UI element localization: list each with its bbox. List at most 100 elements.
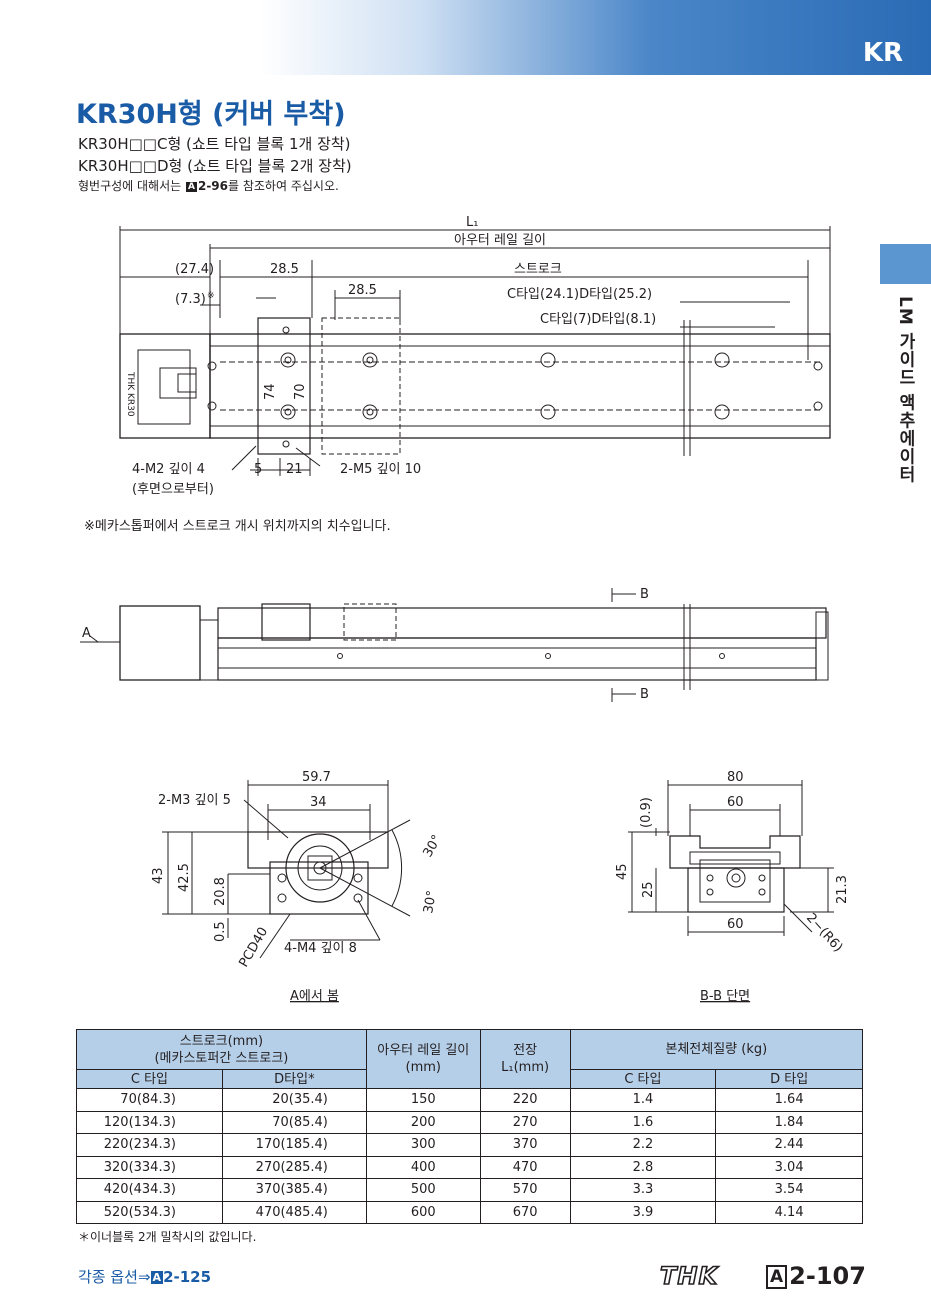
table-row: 520(534.3) 470(485.4) 600 670 3.9 4.14: [76, 1200, 863, 1224]
dim-label-28-5a: 28.5: [270, 262, 299, 277]
inner-block-2: [321, 317, 401, 455]
dim-label-42-5: 42.5: [177, 863, 192, 892]
dim-label-60a: 60: [727, 795, 744, 810]
cell-rail: 600: [365, 1200, 481, 1224]
dim-label-21: 21: [286, 462, 303, 477]
cell-stroke-c: 120(134.3): [76, 1110, 223, 1134]
cell-stroke-d: 270(285.4): [221, 1155, 367, 1179]
cell-mass-c: 3.9: [569, 1200, 717, 1224]
cell-rail: 150: [365, 1088, 481, 1112]
cell-mass-c: 1.6: [569, 1110, 717, 1134]
cell-stroke-c: 70(84.3): [76, 1088, 223, 1112]
dim-label-74: 74: [263, 383, 278, 400]
cell-total: 220: [479, 1088, 571, 1112]
cell-mass-d: 4.14: [715, 1200, 863, 1224]
cell-mass-c: 1.4: [569, 1088, 717, 1112]
m2-back-label: (후면으로부터): [132, 482, 214, 497]
m2-holes-label: 4-M2 깊이 4: [132, 462, 205, 477]
m3-holes-label: 2-M3 깊이 5: [158, 793, 231, 808]
cell-stroke-d: 70(85.4): [221, 1110, 367, 1134]
angle-label-1: 30°: [420, 833, 445, 860]
section-tag: KR: [862, 38, 903, 68]
th-d-type: D타입*: [221, 1069, 367, 1089]
table-subheader-row: C 타입 D타입* C 타입 D 타입: [76, 1069, 863, 1089]
m5-holes-label: 2-M5 깊이 10: [340, 462, 421, 477]
dim-label-21-3: 21.3: [835, 875, 850, 904]
cell-mass-d: 1.64: [715, 1088, 863, 1112]
cell-mass-c: 3.3: [569, 1178, 717, 1202]
dim-label-0-9: (0.9): [639, 797, 654, 828]
m4-holes-label: 4-M4 깊이 8: [284, 941, 357, 956]
subtitle-c-type: KR30H□□C형 (쇼트 타입 블록 1개 장착): [78, 135, 351, 153]
dim-label-28-5b: 28.5: [348, 283, 377, 298]
cell-mass-c: 2.2: [569, 1133, 717, 1157]
th-stroke-line2: (메카스토퍼간 스트로크): [154, 1050, 289, 1066]
dim-label-70: 70: [293, 383, 308, 400]
table-row: 220(234.3) 170(185.4) 300 370 2.2 2.44: [76, 1133, 863, 1157]
th-c-type: C 타입: [76, 1069, 223, 1089]
cell-rail: 300: [365, 1133, 481, 1157]
page-section-badge: A: [766, 1265, 788, 1289]
th-mass: 본체전체질량 (kg): [569, 1029, 864, 1070]
cell-stroke-c: 420(434.3): [76, 1178, 223, 1202]
cell-total: 570: [479, 1178, 571, 1202]
th-total-line1: 전장: [513, 1043, 538, 1058]
th-total-length: 전장 L₁(mm): [479, 1029, 571, 1089]
dim-label-type-dims-2: C타입(7)D타입(8.1): [540, 312, 656, 327]
dim-label-0-5: 0.5: [213, 921, 228, 942]
view-a-caption: A에서 봄: [290, 989, 339, 1004]
cell-mass-d: 3.04: [715, 1155, 863, 1179]
cell-stroke-c: 520(534.3): [76, 1200, 223, 1224]
dim-label-43: 43: [151, 867, 166, 884]
top-view-drawing: L₁ 아우터 레일 길이 (27.4) 28.5 스트로크 (7.3) ※ 28…: [119, 215, 831, 497]
cell-total: 470: [479, 1155, 571, 1179]
dim-label-rail-length: 아우터 레일 길이: [454, 233, 546, 248]
ref-note-suffix: 를 참조하여 주십시오.: [228, 179, 339, 193]
footer-options-ref: 2-125: [163, 1268, 212, 1286]
section-a-badge: A: [186, 182, 197, 192]
cell-rail: 500: [365, 1178, 481, 1202]
cell-mass-d: 3.54: [715, 1178, 863, 1202]
cell-rail: 200: [365, 1110, 481, 1134]
inner-block-1: [257, 317, 311, 455]
cell-stroke-c: 320(334.3): [76, 1155, 223, 1179]
cell-total: 370: [479, 1133, 571, 1157]
subtitle-d-type: KR30H□□D형 (쇼트 타입 블록 2개 장착): [78, 157, 352, 175]
cell-total: 670: [479, 1200, 571, 1224]
cell-mass-d: 2.44: [715, 1133, 863, 1157]
header-band: [0, 0, 931, 75]
section-marker-b-bottom: B: [640, 687, 649, 702]
dim-label-type-dims-1: C타입(24.1)D타입(25.2): [507, 287, 652, 302]
ref-note-link[interactable]: 2-96: [197, 179, 228, 193]
th-stroke: 스트로크(mm) (메카스토퍼간 스트로크): [76, 1029, 367, 1070]
cell-stroke-d: 470(485.4): [221, 1200, 367, 1224]
dim-label-5: 5: [254, 462, 262, 477]
view-marker-a: A: [82, 626, 91, 641]
stopper-note: ※메카스톱퍼에서 스트로크 개시 위치까지의 치수입니다.: [84, 519, 391, 534]
dim-label-59-7: 59.7: [302, 770, 331, 785]
th-rail-line1: 아우터 레일 길이: [377, 1043, 470, 1058]
cell-mass-c: 2.8: [569, 1155, 717, 1179]
dim-label-25: 25: [641, 881, 656, 898]
cell-stroke-d: 20(35.4): [221, 1088, 367, 1112]
page-number-value: 2-107: [789, 1262, 866, 1290]
cell-mass-d: 1.84: [715, 1110, 863, 1134]
cell-stroke-c: 220(234.3): [76, 1133, 223, 1157]
th-mass-d: D 타입: [715, 1069, 863, 1089]
dim-label-asterisk: ※: [207, 291, 215, 301]
side-section-label: LM 가이드 액추에이터: [895, 296, 915, 484]
table-header-row: 스트로크(mm) (메카스토퍼간 스트로크) 아우터 레일 길이 (mm) 전장…: [76, 1029, 864, 1089]
table-row: 70(84.3) 20(35.4) 150 220 1.4 1.64: [76, 1088, 863, 1112]
th-total-line2: L₁(mm): [501, 1060, 550, 1075]
dim-label-l1: L₁: [466, 215, 478, 230]
dim-label-45: 45: [615, 863, 630, 880]
dim-label-80: 80: [727, 770, 744, 785]
cell-rail: 400: [365, 1155, 481, 1179]
footer-options-label: 각종 옵션⇒: [78, 1268, 151, 1286]
dim-label-20-8: 20.8: [213, 877, 228, 906]
table-row: 120(134.3) 70(85.4) 200 270 1.6 1.84: [76, 1110, 863, 1134]
section-bb-caption: B-B 단면: [700, 989, 750, 1004]
